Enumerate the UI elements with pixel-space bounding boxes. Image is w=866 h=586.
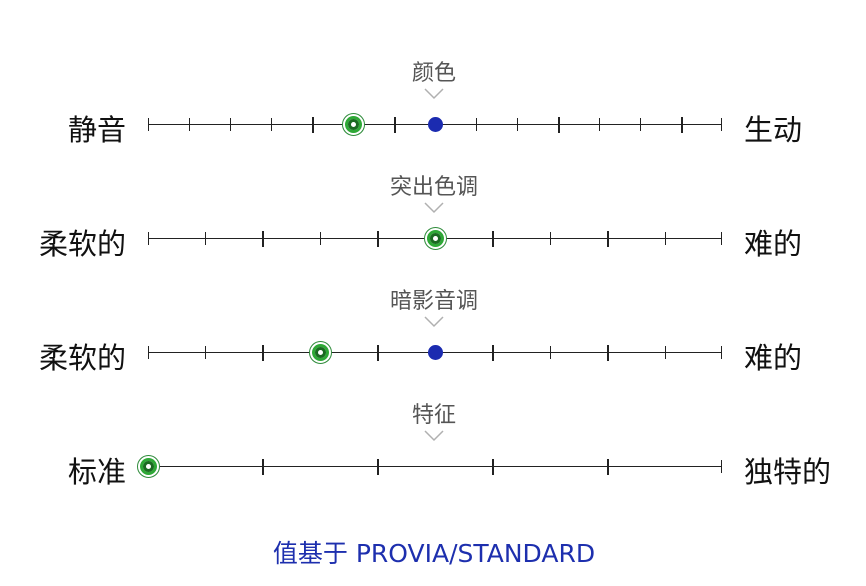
minor-tick	[205, 346, 207, 359]
major-tick	[491, 345, 494, 361]
slider-min-label: 标准	[67, 455, 126, 489]
minor-tick	[721, 118, 722, 131]
slider-track[interactable]	[148, 341, 722, 365]
major-tick	[262, 459, 265, 475]
slider-thumb[interactable]	[424, 227, 447, 250]
slider-max-label: 独特的	[744, 455, 832, 489]
chevron-down-icon	[424, 88, 444, 100]
major-tick	[262, 345, 265, 361]
baseline-note: 值基于 PROVIA/STANDARD	[272, 539, 596, 568]
slider-min-label: 静音	[67, 113, 126, 147]
major-tick	[557, 117, 560, 133]
slider-thumb[interactable]	[342, 113, 365, 136]
chevron-down-icon	[424, 430, 444, 442]
slider-track[interactable]	[148, 113, 722, 137]
slider-min-label: 柔软的	[38, 341, 126, 375]
character-slider: 特征 标准 独特的	[0, 394, 866, 514]
default-value-marker	[428, 117, 443, 132]
major-tick	[606, 231, 609, 247]
minor-tick	[230, 118, 231, 131]
slider-max-label: 生动	[744, 113, 803, 147]
minor-tick	[476, 118, 477, 131]
major-tick	[377, 231, 380, 247]
chevron-down-icon	[424, 316, 444, 328]
minor-tick	[205, 232, 207, 245]
minor-tick	[148, 232, 149, 245]
slider-caption: 突出色调	[389, 175, 479, 200]
slider-caption: 暗影音调	[389, 289, 479, 314]
minor-tick	[517, 118, 518, 131]
minor-tick	[271, 118, 272, 131]
slider-thumb[interactable]	[309, 341, 333, 364]
minor-tick	[549, 232, 551, 245]
major-tick	[393, 117, 396, 133]
major-tick	[491, 231, 494, 247]
minor-tick	[664, 232, 666, 245]
major-tick	[491, 459, 494, 475]
minor-tick	[549, 346, 551, 359]
color-slider: 颜色 静音 生动	[0, 52, 866, 172]
slider-caption: 颜色	[411, 61, 457, 86]
major-tick	[606, 459, 609, 475]
minor-tick	[721, 346, 722, 359]
major-tick	[377, 459, 380, 475]
major-tick	[606, 345, 609, 361]
track-line	[148, 466, 722, 467]
slider-max-label: 难的	[744, 227, 803, 261]
minor-tick	[640, 118, 641, 131]
minor-tick	[599, 118, 600, 131]
major-tick	[262, 231, 265, 247]
slider-thumb[interactable]	[137, 455, 160, 478]
minor-tick	[148, 346, 149, 359]
major-tick	[377, 345, 380, 361]
slider-track[interactable]	[148, 227, 722, 251]
slider-min-label: 柔软的	[38, 227, 126, 261]
minor-tick	[664, 346, 666, 359]
major-tick	[311, 117, 314, 133]
major-tick	[680, 117, 683, 133]
slider-track[interactable]	[137, 455, 722, 479]
slider-max-label: 难的	[744, 341, 803, 375]
minor-tick	[320, 232, 322, 245]
shadow-tone-slider: 暗影音调 柔软的 难的	[0, 280, 866, 400]
minor-tick	[189, 118, 190, 131]
minor-tick	[721, 232, 722, 245]
minor-tick	[721, 460, 722, 473]
default-value-marker	[428, 345, 443, 360]
highlight-tone-slider: 突出色调 柔软的 难的	[0, 166, 866, 286]
minor-tick	[148, 118, 149, 131]
chevron-down-icon	[424, 202, 444, 214]
slider-caption: 特征	[411, 403, 457, 428]
